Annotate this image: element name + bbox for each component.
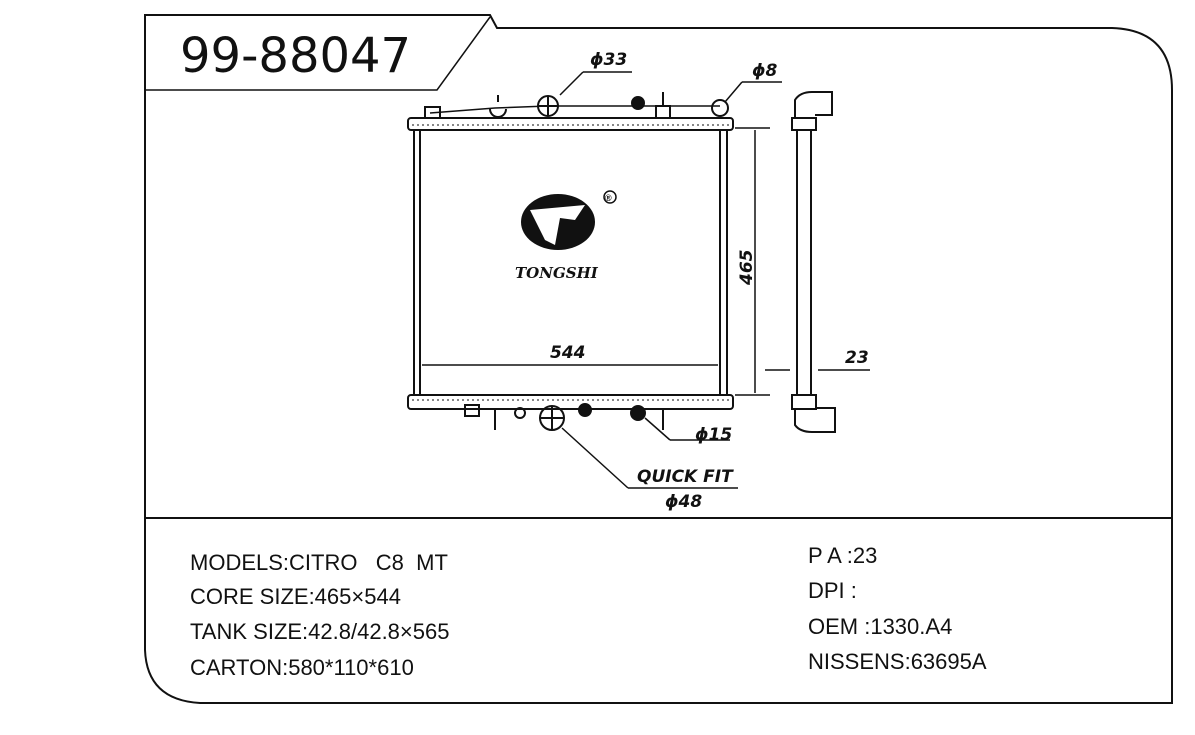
brand-name: TONGSHI <box>515 264 599 282</box>
frame-border <box>144 14 1173 704</box>
dim-inlet-top: ϕ33 <box>590 50 627 70</box>
dim-width: 544 <box>550 343 586 363</box>
spec-models: MODELS:CITRO C8 MT <box>190 550 448 575</box>
dim-height: 465 <box>737 250 757 287</box>
radiator-front-view <box>407 92 734 431</box>
spec-oem: OEM :1330.A4 <box>808 614 952 639</box>
dim-outlet: ϕ48 <box>665 492 702 512</box>
specs-right: P A :23 DPI : OEM :1330.A4 NISSENS:63695… <box>808 543 987 674</box>
part-number: 99-88047 <box>180 28 411 84</box>
spec-tank-size: TANK SIZE:42.8/42.8×565 <box>190 619 449 644</box>
specs-left: MODELS:CITRO C8 MT CORE SIZE:465×544 TAN… <box>190 550 449 680</box>
spec-nissens: NISSENS:63695A <box>808 649 987 674</box>
radiator-side-view <box>791 91 836 433</box>
outlet-label: QUICK FIT <box>637 467 734 487</box>
dim-thickness: 23 <box>845 348 869 368</box>
spec-dpi: DPI : <box>808 578 857 603</box>
dim-drain: ϕ15 <box>695 425 732 445</box>
tongshi-logo: ® TONGSHI <box>515 190 617 282</box>
spec-pa: P A :23 <box>808 543 877 568</box>
svg-text:®: ® <box>605 193 612 203</box>
title-box <box>145 16 491 91</box>
spec-carton: CARTON:580*110*610 <box>190 655 414 680</box>
dimension-lines <box>422 71 870 489</box>
spec-core-size: CORE SIZE:465×544 <box>190 584 401 609</box>
dim-vent: ϕ8 <box>752 61 778 81</box>
